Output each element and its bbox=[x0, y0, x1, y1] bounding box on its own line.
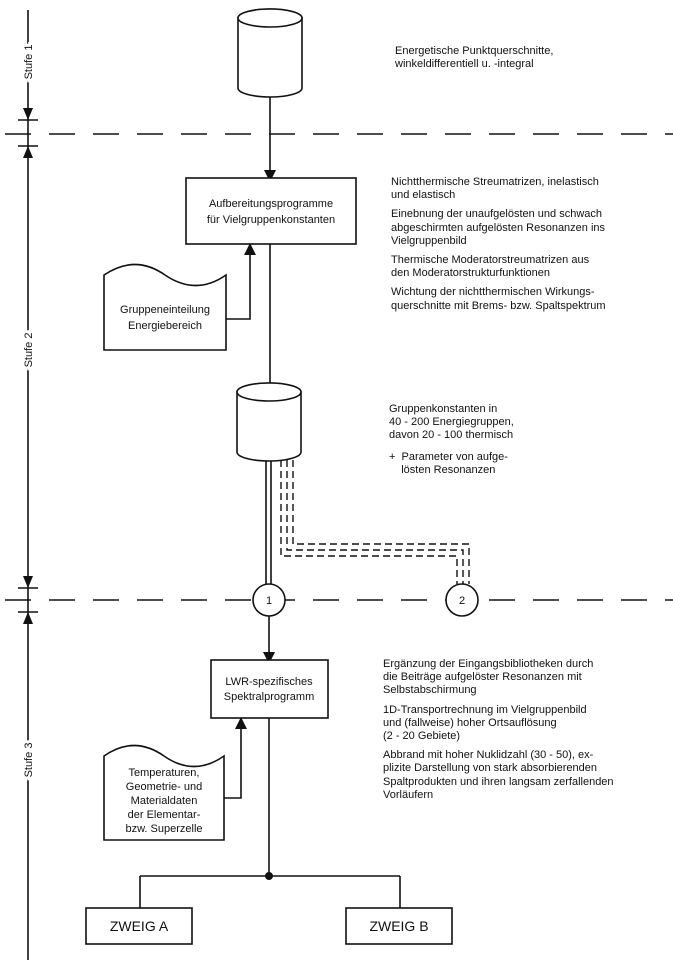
proc-desc-p2-l2: abgeschirmten aufgelösten Resonanzen ins bbox=[391, 221, 606, 234]
processing-box bbox=[185, 177, 357, 245]
const-desc-l1: Gruppenkonstanten in bbox=[389, 403, 498, 415]
database-cylinder-middle bbox=[236, 382, 302, 462]
s3-desc-p2-l3: (2 - 20 Gebiete) bbox=[383, 729, 461, 742]
const-desc-l2: 40 - 200 Energiegruppen, bbox=[389, 416, 514, 429]
spectral-box-line2: Spektralprogramm bbox=[224, 691, 314, 703]
s3-desc-p2-l2: und (fallweise) hoher Ortsauflösung bbox=[383, 716, 557, 729]
const-desc-l3: davon 20 - 100 thermisch bbox=[389, 429, 514, 442]
proc-desc-p4-l2: querschnitte mit Brems- bzw. Spaltspektr… bbox=[391, 299, 606, 312]
branch-a-box bbox=[85, 907, 193, 945]
material-document bbox=[103, 744, 225, 841]
branch-a-label: ZWEIG A bbox=[110, 918, 169, 934]
stage3-description: Ergänzung der Eingangsbibliotheken durch… bbox=[383, 658, 671, 808]
branch-b-box bbox=[345, 907, 453, 945]
proc-desc-p2-l3: Vielgruppenbild bbox=[391, 234, 467, 247]
s3-desc-p3-l1: Abbrand mit hoher Nuklidzahl (30 - 50), … bbox=[383, 749, 594, 762]
processing-box-line1: Aufbereitungsprogramme bbox=[209, 198, 333, 210]
processing-box-line2: für Vielgruppenkonstanten bbox=[207, 214, 335, 226]
stage-3-label: Stufe 3 bbox=[23, 743, 35, 778]
stage1-desc-line1: Energetische Punktquerschnitte, bbox=[395, 45, 554, 57]
s3-desc-p1-l3: Selbstabschirmung bbox=[383, 684, 477, 697]
group-doc-line1: Gruppeneinteilung bbox=[120, 304, 210, 316]
proc-desc-p3-l1: Thermische Moderatorstreumatrizen aus bbox=[391, 253, 590, 266]
stage-1-label: Stufe 1 bbox=[23, 45, 35, 80]
material-doc-line1: Temperaturen, bbox=[129, 767, 200, 779]
material-doc-line5: bzw. Superzelle bbox=[125, 823, 202, 835]
database-cylinder-top bbox=[237, 8, 303, 98]
s3-desc-p3-l4: Vorläufern bbox=[383, 788, 434, 801]
spectral-box-line1: LWR-spezifisches bbox=[225, 676, 313, 688]
stage1-description: Energetische Punktquerschnitte, winkeldi… bbox=[395, 45, 665, 71]
stage-2-label: Stufe 2 bbox=[23, 333, 35, 368]
proc-desc-p2-l1: Einebnung der unaufgelösten und schwach bbox=[391, 208, 602, 221]
connector-1-label: 1 bbox=[266, 595, 272, 607]
s3-desc-p3-l2: plizite Darstellung von stark absorbiere… bbox=[383, 762, 598, 775]
group-document bbox=[103, 263, 227, 351]
connector-2 bbox=[445, 583, 479, 617]
material-doc-line3: Materialdaten bbox=[131, 795, 198, 807]
spectral-box bbox=[210, 659, 329, 719]
proc-desc-p1-l1: Nichtthermische Streumatrizen, inelastis… bbox=[391, 176, 599, 188]
params-desc-l1: + Parameter von aufge- bbox=[389, 450, 508, 463]
s3-desc-p3-l3: Spaltprodukten und ihren langsam zerfall… bbox=[383, 775, 614, 788]
connector-2-label: 2 bbox=[459, 595, 465, 607]
stage1-desc-line2: winkeldifferentiell u. -integral bbox=[395, 58, 534, 71]
proc-desc-p1-l2: und elastisch bbox=[391, 189, 456, 202]
stage2-processing-description: Nichtthermische Streumatrizen, inelastis… bbox=[391, 176, 671, 319]
material-doc-line2: Geometrie- und bbox=[126, 781, 202, 793]
material-doc-line4: der Elementar- bbox=[128, 809, 201, 821]
group-doc-line2: Energiebereich bbox=[128, 320, 202, 332]
branch-b-label: ZWEIG B bbox=[369, 918, 428, 934]
connector-1 bbox=[252, 583, 286, 617]
s3-desc-p1-l1: Ergänzung der Eingangsbibliotheken durch bbox=[383, 658, 594, 670]
s3-desc-p2-l1: 1D-Transportrechnung im Vielgruppenbild bbox=[383, 703, 587, 716]
params-desc-l2: lösten Resonanzen bbox=[389, 463, 496, 476]
s3-desc-p1-l2: die Beiträge aufgelöster Resonanzen mit bbox=[383, 671, 582, 684]
proc-desc-p3-l2: den Moderatorstrukturfunktionen bbox=[391, 267, 550, 280]
stage2-constants-description: Gruppenkonstanten in 40 - 200 Energiegru… bbox=[389, 403, 639, 477]
proc-desc-p4-l1: Wichtung der nichtthermischen Wirkungs- bbox=[391, 286, 595, 299]
